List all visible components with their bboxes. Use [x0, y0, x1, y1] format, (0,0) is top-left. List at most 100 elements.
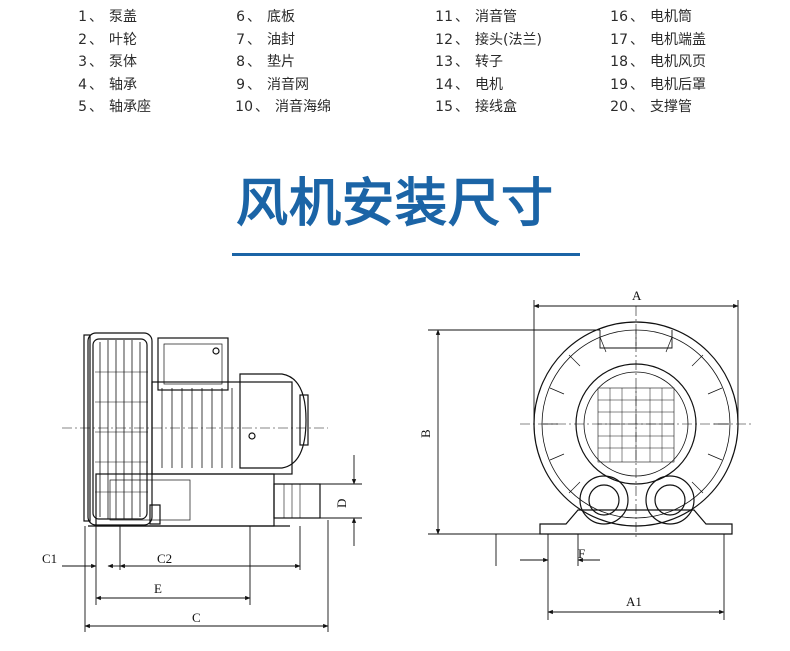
legend-item-name: 泵盖 [109, 9, 137, 25]
front-base-support [539, 509, 733, 535]
legend-item-number: 15 [435, 99, 453, 116]
legend-item-number: 5 [78, 99, 87, 116]
legend-item-separator: 、 [247, 54, 261, 71]
legend-item-number: 14 [435, 76, 453, 93]
legend-item-name: 垫片 [267, 54, 295, 71]
legend-item-number: 10 [235, 99, 253, 116]
legend-item: 20、支撑管 [608, 96, 706, 119]
legend-item-number: 2 [78, 31, 87, 48]
legend-item-separator: 、 [89, 99, 103, 116]
front-view-dimensions [428, 300, 739, 620]
side-base-and-outlet [88, 473, 321, 527]
legend-item-number: 16 [610, 9, 628, 25]
legend-item-name: 轴承座 [109, 99, 151, 116]
legend-item-name: 轴承 [109, 76, 137, 93]
legend-item-number: 9 [236, 76, 245, 93]
side-view-drawing [62, 332, 328, 527]
legend-item-name: 电机风页 [650, 54, 706, 71]
dim-e-label: E [154, 581, 162, 596]
legend-item-number: 12 [435, 31, 453, 48]
legend-item-name: 转子 [475, 54, 503, 71]
legend-item-separator: 、 [630, 9, 644, 25]
legend-item: 18、电机风页 [608, 51, 706, 74]
legend-item-name: 接头(法兰) [475, 31, 542, 48]
legend-item-name: 底板 [267, 9, 295, 25]
side-pump-housing [83, 332, 153, 526]
legend-item-name: 消音海绵 [275, 99, 331, 116]
legend-item: 10、消音海绵 [233, 96, 331, 119]
legend-item-name: 电机 [475, 76, 503, 93]
section-title: 风机安装尺寸 [235, 174, 554, 234]
legend-item-separator: 、 [89, 31, 103, 48]
dim-c2-label: C2 [157, 551, 172, 566]
legend-item-separator: 、 [455, 31, 469, 48]
legend-item-name: 油封 [267, 31, 295, 48]
legend-item-name: 接线盒 [475, 99, 517, 116]
legend-item-name: 消音管 [475, 9, 517, 25]
legend-item-name: 电机端盖 [650, 31, 706, 48]
legend-item-separator: 、 [630, 76, 644, 93]
legend-item: 11、消音管 [433, 6, 542, 29]
legend-item: 5、轴承座 [75, 96, 151, 119]
side-view-dimensions [62, 455, 362, 632]
legend-item: 17、电机端盖 [608, 29, 706, 52]
legend-item-name: 泵体 [109, 54, 137, 71]
dim-c-label: C [192, 610, 201, 625]
legend-item-separator: 、 [455, 99, 469, 116]
legend-item-number: 17 [610, 31, 628, 48]
legend-item: 7、油封 [233, 29, 331, 52]
legend-item-number: 18 [610, 54, 628, 71]
legend-item: 1、泵盖 [75, 6, 151, 29]
legend-item-name: 电机筒 [650, 9, 692, 25]
legend-item: 2、叶轮 [75, 29, 151, 52]
legend-item-separator: 、 [630, 31, 644, 48]
legend-item-separator: 、 [89, 76, 103, 93]
legend-item-number: 20 [610, 99, 628, 116]
legend-item-number: 3 [78, 54, 87, 71]
legend-item-number: 19 [610, 76, 628, 93]
legend-item: 12、接头(法兰) [433, 29, 542, 52]
legend-item: 13、转子 [433, 51, 542, 74]
legend-item-separator: 、 [630, 99, 644, 116]
title-underline [232, 253, 580, 256]
legend-item-separator: 、 [455, 54, 469, 71]
dim-a1-label: A1 [626, 594, 642, 609]
side-junction-box [157, 337, 229, 391]
legend-item-number: 11 [435, 9, 453, 25]
legend-item-name: 叶轮 [109, 31, 137, 48]
legend-item-separator: 、 [255, 99, 269, 116]
legend-item-number: 13 [435, 54, 453, 71]
legend-item: 14、电机 [433, 74, 542, 97]
legend-item-name: 支撑管 [650, 99, 692, 116]
dim-f-label: F [578, 546, 585, 561]
legend-item-number: 4 [78, 76, 87, 93]
dim-b-label: B [418, 429, 433, 438]
legend-item: 16、电机筒 [608, 6, 706, 29]
legend-item: 4、轴承 [75, 74, 151, 97]
legend-item-name: 消音网 [267, 76, 309, 93]
front-ports [579, 475, 695, 525]
front-center-lines [520, 306, 752, 540]
legend-item: 19、电机后罩 [608, 74, 706, 97]
legend-item: 3、泵体 [75, 51, 151, 74]
legend-item-separator: 、 [455, 9, 469, 25]
front-view-drawing [520, 306, 752, 540]
legend-item-name: 电机后罩 [650, 76, 706, 93]
legend-item: 15、接线盒 [433, 96, 542, 119]
legend-item: 6、底板 [233, 6, 331, 29]
legend-item-separator: 、 [89, 54, 103, 71]
legend-item-number: 7 [236, 31, 245, 48]
legend-item-separator: 、 [630, 54, 644, 71]
legend-item-separator: 、 [89, 9, 103, 25]
dim-c1-label: C1 [42, 551, 57, 566]
side-motor-body [151, 373, 309, 475]
legend-item-separator: 、 [247, 76, 261, 93]
legend-item-number: 8 [236, 54, 245, 71]
legend-item: 9、消音网 [233, 74, 331, 97]
legend-item-separator: 、 [247, 31, 261, 48]
legend-item: 8、垫片 [233, 51, 331, 74]
